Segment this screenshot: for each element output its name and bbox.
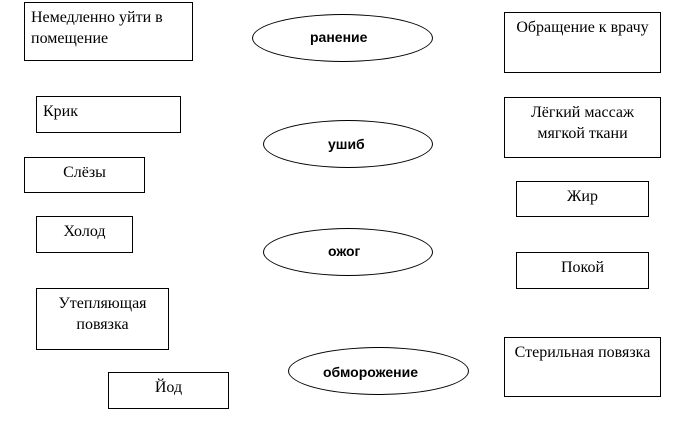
right-item-light-massage: Лёгкий массаж мягкой ткани [504,97,661,158]
left-item-cold: Холод [36,216,133,253]
right-item-sterile-bandage: Стерильная повязка [504,337,661,397]
right-item-rest: Покой [516,252,649,289]
left-item-iodine: Йод [108,372,229,409]
injury-wound-label: ранение [310,29,368,45]
injury-bruise-label: ушиб [328,136,365,152]
right-item-see-doctor: Обращение к врачу [504,12,661,73]
injury-frostbite-ellipse: обморожение [288,347,469,395]
injury-wound-ellipse: ранение [252,14,433,62]
injury-burn-ellipse: ожог [263,228,433,276]
left-item-tears: Слёзы [24,157,145,193]
left-item-immediately-go-inside: Немедленно уйти в помещение [24,2,193,61]
injury-bruise-ellipse: ушиб [263,120,433,168]
injury-frostbite-label: обморожение [323,364,419,380]
left-item-warming-bandage: Утепляющая повязка [36,288,169,350]
right-item-fat: Жир [516,181,649,217]
injury-burn-label: ожог [328,243,361,259]
left-item-scream: Крик [36,96,181,133]
